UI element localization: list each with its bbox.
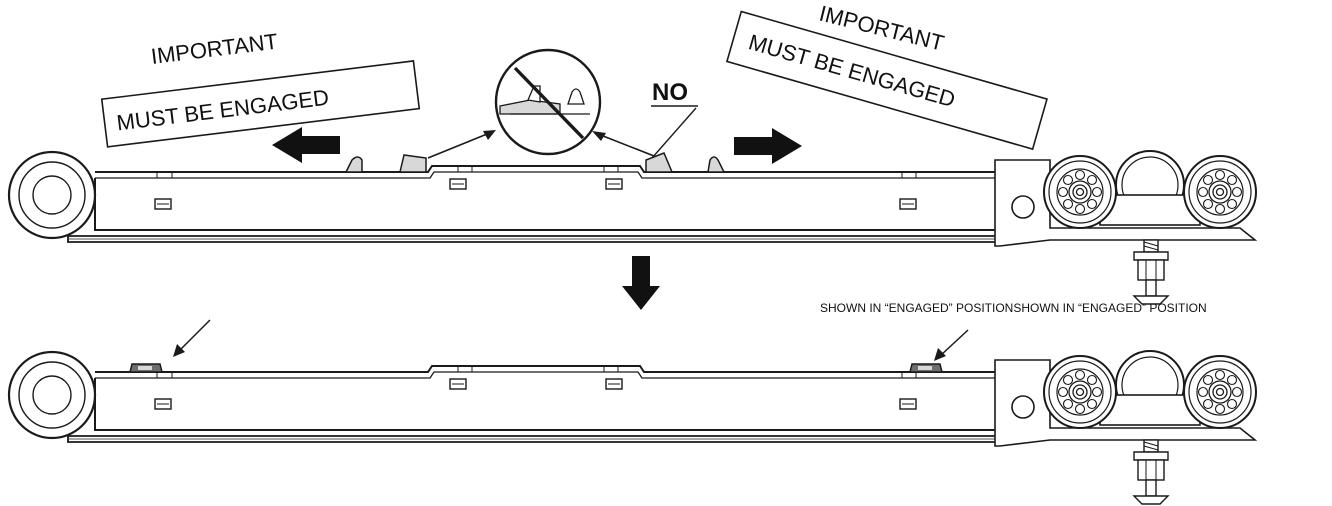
important-label-right: IMPORTANT MUST BE ENGAGED (725, 1, 1048, 151)
left-clip-hook (344, 156, 363, 173)
important-left-text: IMPORTANT (150, 29, 280, 69)
important-label-left: IMPORTANT MUST BE ENGAGED (100, 29, 421, 148)
arrow-left-icon (272, 127, 340, 163)
arrow-down-icon (622, 256, 660, 310)
arrow-right-icon (734, 128, 802, 164)
no-label: NO (651, 79, 698, 107)
prohibited-inset-icon (494, 48, 602, 156)
left-clip-engaged (129, 363, 163, 373)
bottom-track-assembly (9, 351, 1256, 504)
right-clip-hook (707, 156, 726, 173)
shown-engaged-caption: SHOWN IN “ENGAGED” POSITIONSHOWN IN “ENG… (820, 301, 1207, 315)
top-track-assembly (9, 48, 1256, 304)
right-clip-engaged (909, 363, 943, 373)
right-clip-wedge (645, 152, 674, 173)
no-text: NO (652, 79, 688, 106)
left-clip-wedge (399, 154, 427, 173)
